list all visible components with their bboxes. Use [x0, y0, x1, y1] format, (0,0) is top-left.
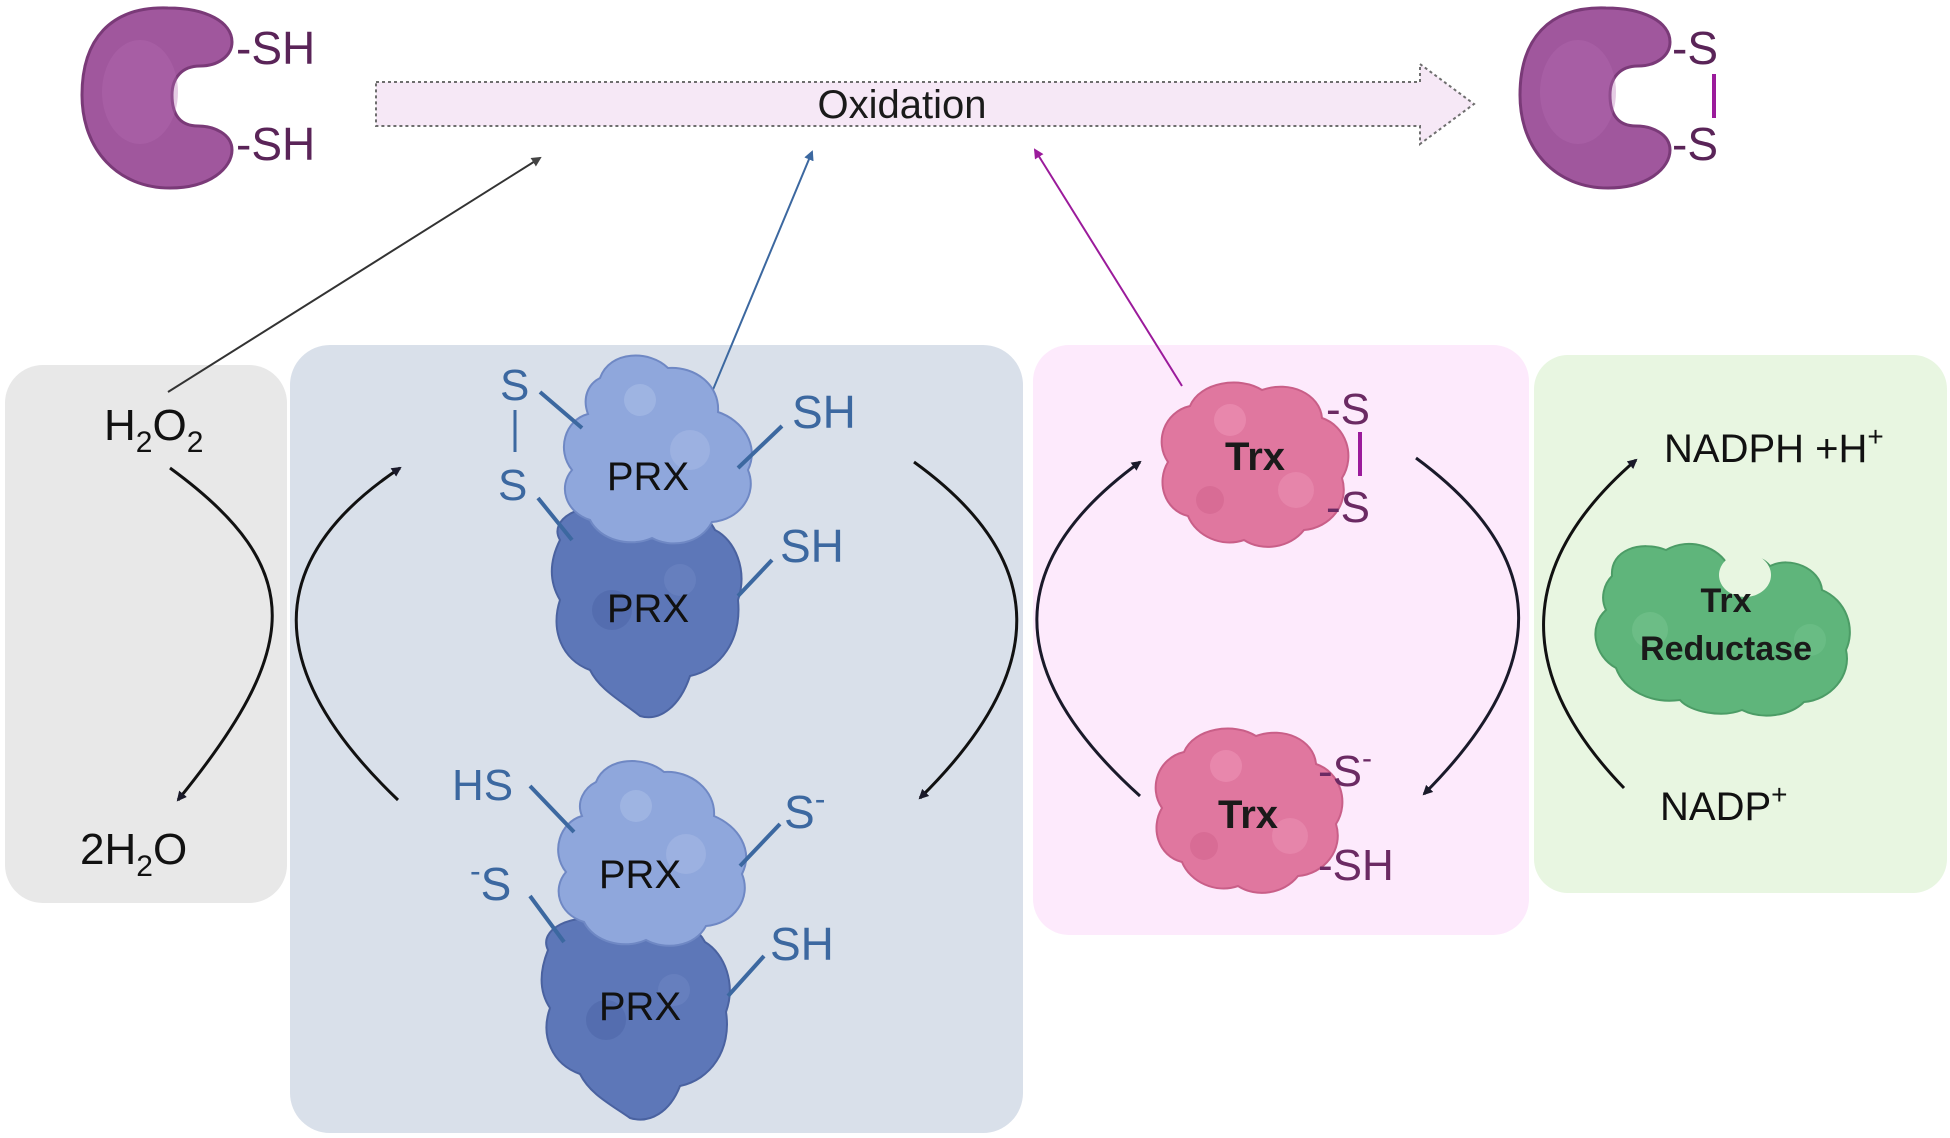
prx-thiolate-right-bond: [738, 822, 782, 868]
nadp-to-nadph-arrow: [1542, 458, 1638, 790]
trx-oxidized-s-bottom: -S: [1326, 483, 1370, 532]
prx-to-oxidation-arrow: [711, 150, 814, 393]
substrate-thiol-bottom: -SH: [236, 118, 315, 170]
disulfide-bottom: -S: [1672, 118, 1718, 170]
trx-reduced-label: Trx: [1218, 793, 1278, 837]
prx-oxidized-upper-label: PRX: [607, 455, 689, 499]
prx-upper-thiol-bond: [736, 424, 784, 470]
trx-reductase-enzyme: [1594, 542, 1851, 717]
trx-reductase-label-line1: Trx: [1700, 582, 1751, 620]
trx-reduced-thiol: -SH: [1318, 841, 1394, 890]
trx-oxidized-label: Trx: [1225, 435, 1285, 479]
prx-disulfide-s-bottom: S: [498, 461, 527, 510]
prx-hs-label: HS: [452, 761, 513, 810]
water-label: 2H2O: [80, 825, 187, 883]
trx-oxidized-protein: [1160, 381, 1350, 548]
peroxide-reduction-arrow: [169, 466, 274, 802]
trx-oxidized-s-top: -S: [1326, 385, 1370, 434]
prx-reduced-lower-thiol-bond: [726, 954, 766, 998]
substrate-thiol-top: -SH: [236, 22, 315, 74]
prx-oxidized-upper-thiol: SH: [792, 386, 856, 438]
prx-s-top-bond: [538, 390, 584, 430]
trx-reduced-protein: [1154, 727, 1344, 894]
oxidation-label: Oxidation: [818, 83, 987, 127]
prx-disulfide-s-top: S: [500, 361, 529, 410]
prx-thiolate-left: -S: [470, 853, 511, 910]
prx-reduced-upper-subunit: [557, 760, 747, 947]
trx-reduction-arrow: [1415, 456, 1521, 796]
trx-to-oxidation-arrow: [1033, 148, 1183, 387]
prx-oxidized-lower-label: PRX: [607, 587, 689, 631]
oxidized-substrate-protein: [1518, 6, 1672, 190]
peroxide-panel: [5, 365, 287, 903]
hydrogen-peroxide-label: H2O2: [104, 401, 203, 459]
prx-oxidized-dimer: [550, 354, 753, 719]
prx-reduced-upper-label: PRX: [599, 853, 681, 897]
prx-reduced-lower-label: PRX: [599, 985, 681, 1029]
oxidation-arrow: [375, 62, 1476, 146]
nadp-label: NADP+: [1660, 779, 1788, 829]
reduced-substrate-protein: [80, 6, 234, 190]
disulfide-top: -S: [1672, 22, 1718, 74]
trx-reductase-label-line2: Reductase: [1640, 630, 1812, 668]
prx-thiolate-right: S-: [784, 781, 825, 838]
prx-regeneration-arrow: [294, 466, 402, 802]
prx-hs-bond: [528, 784, 576, 834]
prx-reduced-dimer: [540, 760, 747, 1121]
prx-to-trx-arrow: [913, 460, 1019, 800]
prx-lower-thiol-bond: [736, 558, 774, 598]
prx-thiolate-left-bond: [528, 894, 566, 944]
trx-reduced-thiolate: -S-: [1318, 742, 1372, 796]
trx-regeneration-arrow: [1035, 460, 1142, 798]
prx-s-bottom-bond: [536, 496, 574, 542]
peroxide-to-oxidation-arrow: [167, 156, 542, 393]
peroxiredoxin-panel: [290, 345, 1023, 1133]
nadph-label: NADPH +H+: [1664, 421, 1884, 471]
prx-oxidized-lower-thiol: SH: [780, 520, 844, 572]
prx-oxidized-upper-subunit: [562, 354, 753, 545]
prx-reduced-lower-thiol: SH: [770, 918, 834, 970]
